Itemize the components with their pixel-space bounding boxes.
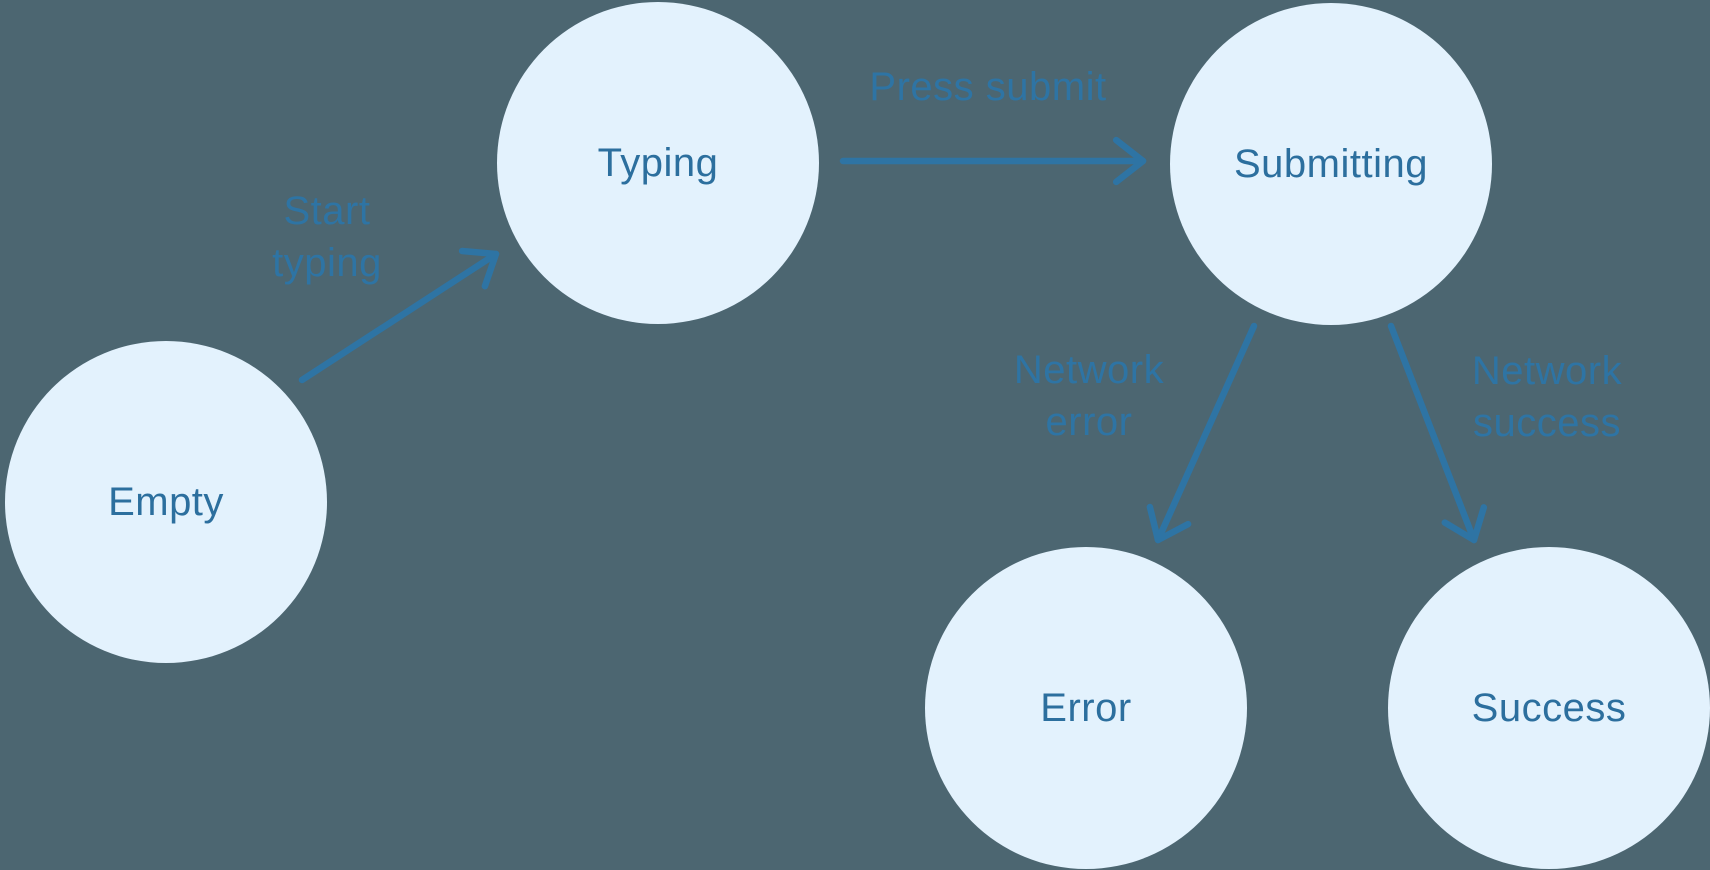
arrowhead-icon <box>1146 503 1192 544</box>
edge-submitting-to-error <box>1146 322 1258 544</box>
state-node-empty: Empty <box>5 341 327 663</box>
state-node-label: Success <box>1471 685 1627 730</box>
state-node-submitting: Submitting <box>1170 3 1492 325</box>
transition-label-network-error: Network error <box>1013 348 1165 444</box>
edge-empty-to-typing <box>298 247 500 384</box>
state-node-typing: Typing <box>497 2 819 324</box>
edge-typing-to-submitting <box>839 136 1147 186</box>
state-node-success: Success <box>1388 547 1710 869</box>
transition-label-start-typing: Start typing <box>272 189 382 285</box>
state-node-label: Empty <box>108 479 224 524</box>
transition-label-network-success: Network success <box>1471 349 1623 445</box>
transition-label-press-submit: Press submit <box>869 65 1107 109</box>
arrowhead-icon <box>1112 136 1147 186</box>
edge-submitting-to-success <box>1387 322 1488 544</box>
arrowhead-icon <box>1441 504 1488 544</box>
state-node-label: Error <box>1040 685 1132 730</box>
state-node-label: Typing <box>597 140 719 185</box>
state-node-error: Error <box>925 547 1247 869</box>
arrowhead-icon <box>458 247 500 290</box>
state-node-label: Submitting <box>1234 141 1428 186</box>
